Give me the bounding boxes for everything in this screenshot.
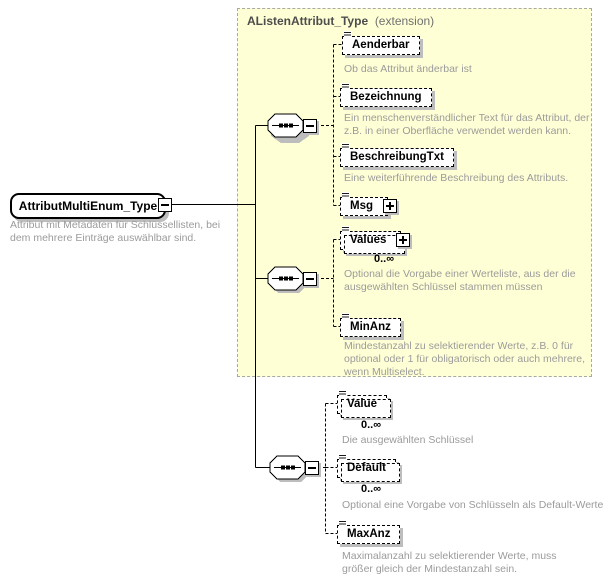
collapse-icon[interactable] [303,272,317,286]
annotation: Optional eine Vorgabe von Schlüsseln als… [342,499,603,511]
root-element-label: AttributMultiEnum_Type [18,199,158,213]
element-box-default[interactable]: Default [337,454,400,482]
element-icon [342,83,350,90]
element-label: MinAnz [350,321,391,333]
element-icon [342,313,350,320]
element-icon [339,520,347,527]
element-icon [342,192,350,199]
element-icon [344,31,352,38]
element-icon [339,390,347,397]
sequence-compositor[interactable] [269,455,308,482]
element-box-msg[interactable]: Msg [340,192,397,216]
element-label: Values [350,234,387,246]
annotation: Optional die Vorgabe einer Werteliste, a… [344,268,576,293]
occurrence-label: 0..∞ [361,419,382,431]
sequence-compositor[interactable] [267,108,309,144]
element-box-beschreibungtxt[interactable]: BeschreibungTxt [340,143,454,167]
element-box-minanz[interactable]: MinAnz [340,313,401,337]
element-icon [342,226,350,233]
collapse-icon[interactable] [305,461,319,475]
element-icon [339,454,347,461]
element-box-values[interactable]: Values [340,226,411,254]
collapse-icon[interactable] [303,119,317,133]
annotation: Eine weiterführende Beschreibung des Att… [344,172,569,184]
element-box-aenderbar[interactable]: Aenderbar [342,31,420,55]
element-box-bezeichnung[interactable]: Bezeichnung [340,83,432,107]
annotation: Die ausgewählten Schlüssel [342,434,474,446]
element-label: Bezeichnung [350,91,422,103]
extension-container: AListenAttribut_Type (extension) [237,8,592,377]
extension-title: AListenAttribut_Type (extension) [247,14,435,28]
expand-icon[interactable] [383,199,397,213]
occurrence-label: 0..∞ [361,483,382,495]
base-type-name: AListenAttribut_Type [247,14,369,28]
annotation: Maximalanzahl zu selektierender Werte, m… [342,550,557,575]
root-annotation: Attribut mit Metadaten für Schlüssellist… [10,219,221,244]
sequence-compositor[interactable] [267,266,306,293]
element-box-maxanz[interactable]: MaxAnz [337,520,401,544]
annotation: Ob das Attribut änderbar ist [344,63,472,75]
root-element-box[interactable]: AttributMultiEnum_Type [10,193,172,219]
element-box-value[interactable]: Value [337,390,392,418]
element-label: Msg [350,200,373,212]
element-label: Value [347,398,378,410]
collapse-icon[interactable] [158,198,172,212]
element-label: MaxAnz [347,528,391,540]
element-icon [342,143,350,150]
annotation: Ein menschenverständlicher Text für das … [344,112,590,137]
element-label: Aenderbar [352,39,410,51]
expand-icon[interactable] [396,233,411,247]
element-label: BeschreibungTxt [350,151,444,163]
element-label: Default [347,462,386,474]
occurrence-label: 0..∞ [374,253,395,265]
annotation: Mindestanzahl zu selektierender Werte, z… [344,340,586,378]
